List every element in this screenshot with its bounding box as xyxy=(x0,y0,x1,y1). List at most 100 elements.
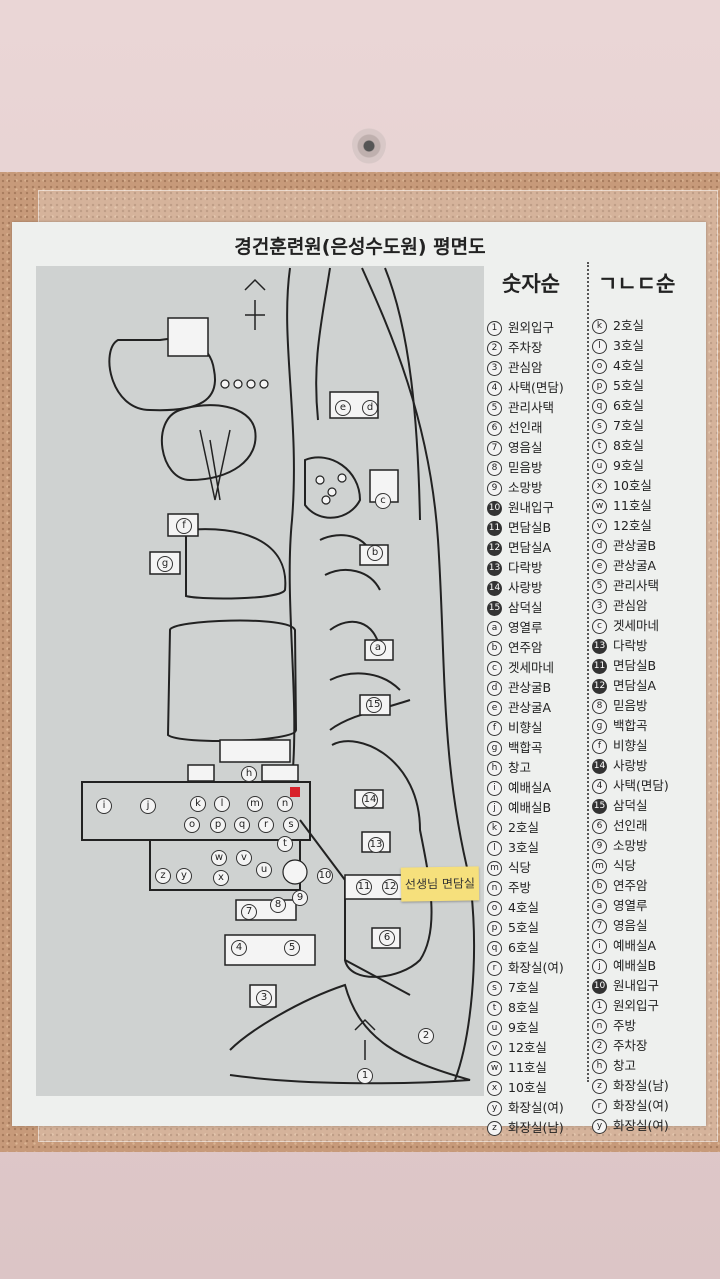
map-marker: w xyxy=(211,850,227,866)
index-label: 영음실 xyxy=(508,440,543,455)
index-label: 다락방 xyxy=(508,560,543,575)
index-key: w xyxy=(592,499,607,514)
index-key: 11 xyxy=(487,521,502,536)
index-key: d xyxy=(487,681,502,696)
index-label: 화장실(남) xyxy=(613,1078,669,1093)
index-label: 원내입구 xyxy=(613,978,660,993)
sticky-note: 선생님 면담실 xyxy=(400,866,480,902)
index-label: 영음실 xyxy=(613,918,648,933)
index-label: 4호실 xyxy=(508,900,539,915)
index-label: 겟세마네 xyxy=(508,660,555,675)
index-label: 4호실 xyxy=(613,358,644,373)
index-label: 3호실 xyxy=(613,338,644,353)
map-marker: k xyxy=(190,796,206,812)
index-key: 8 xyxy=(592,699,607,714)
index-label: 면담실A xyxy=(613,678,657,693)
index-label: 원내입구 xyxy=(508,500,555,515)
index-label: 연주암 xyxy=(508,640,543,655)
index-label: 주방 xyxy=(508,880,532,895)
index-label: 비향실 xyxy=(508,720,543,735)
index-key: x xyxy=(592,479,607,494)
map-marker: c xyxy=(375,493,391,509)
index-key: z xyxy=(487,1121,502,1136)
index-label: 10호실 xyxy=(613,478,652,493)
map-marker: t xyxy=(277,836,293,852)
index-key: p xyxy=(487,921,502,936)
map-marker: 9 xyxy=(292,890,308,906)
index-key: 13 xyxy=(592,639,607,654)
map-marker: h xyxy=(241,766,257,782)
index-key: f xyxy=(487,721,502,736)
index-key: 9 xyxy=(592,839,607,854)
index-key: d xyxy=(592,539,607,554)
index-key: n xyxy=(592,1019,607,1034)
index-key: k xyxy=(592,319,607,334)
map-marker: 13 xyxy=(368,837,384,853)
index-key: m xyxy=(592,859,607,874)
index-label: 원외입구 xyxy=(508,320,555,335)
map-marker: s xyxy=(283,817,299,833)
index-label: 3호실 xyxy=(508,840,539,855)
index-label: 사랑방 xyxy=(508,580,543,595)
index-key: j xyxy=(487,801,502,816)
map-marker: 11 xyxy=(356,879,372,895)
index-key: b xyxy=(592,879,607,894)
index-key: 2 xyxy=(592,1039,607,1054)
index-key: 6 xyxy=(487,421,502,436)
index-label: 창고 xyxy=(508,760,532,775)
index-label: 12호실 xyxy=(613,518,652,533)
index-key: j xyxy=(592,959,607,974)
index-label: 다락방 xyxy=(613,638,648,653)
index-key: 15 xyxy=(487,601,502,616)
index-label: 사랑방 xyxy=(613,758,648,773)
index-label: 8호실 xyxy=(613,438,644,453)
index-key: 14 xyxy=(592,759,607,774)
index-key: o xyxy=(487,901,502,916)
index-key: y xyxy=(487,1101,502,1116)
map-marker: i xyxy=(96,798,112,814)
numeric-order-header: 숫자순 xyxy=(502,272,560,296)
index-label: 관심암 xyxy=(613,598,648,613)
index-key: f xyxy=(592,739,607,754)
index-key: q xyxy=(592,399,607,414)
index-label: 소망방 xyxy=(508,480,543,495)
index-key: v xyxy=(487,1041,502,1056)
index-label: 소망방 xyxy=(613,838,648,853)
index-label: 식당 xyxy=(508,860,532,875)
index-label: 2호실 xyxy=(508,820,539,835)
index-key: g xyxy=(592,719,607,734)
alphabetic-order-header: ㄱㄴㄷ순 xyxy=(598,272,676,296)
index-key: k xyxy=(487,821,502,836)
index-label: 5호실 xyxy=(508,920,539,935)
index-label: 관상굴B xyxy=(613,538,657,553)
index-key: 12 xyxy=(592,679,607,694)
index-key: 10 xyxy=(487,501,502,516)
index-label: 5호실 xyxy=(613,378,644,393)
index-label: 11호실 xyxy=(613,498,652,513)
